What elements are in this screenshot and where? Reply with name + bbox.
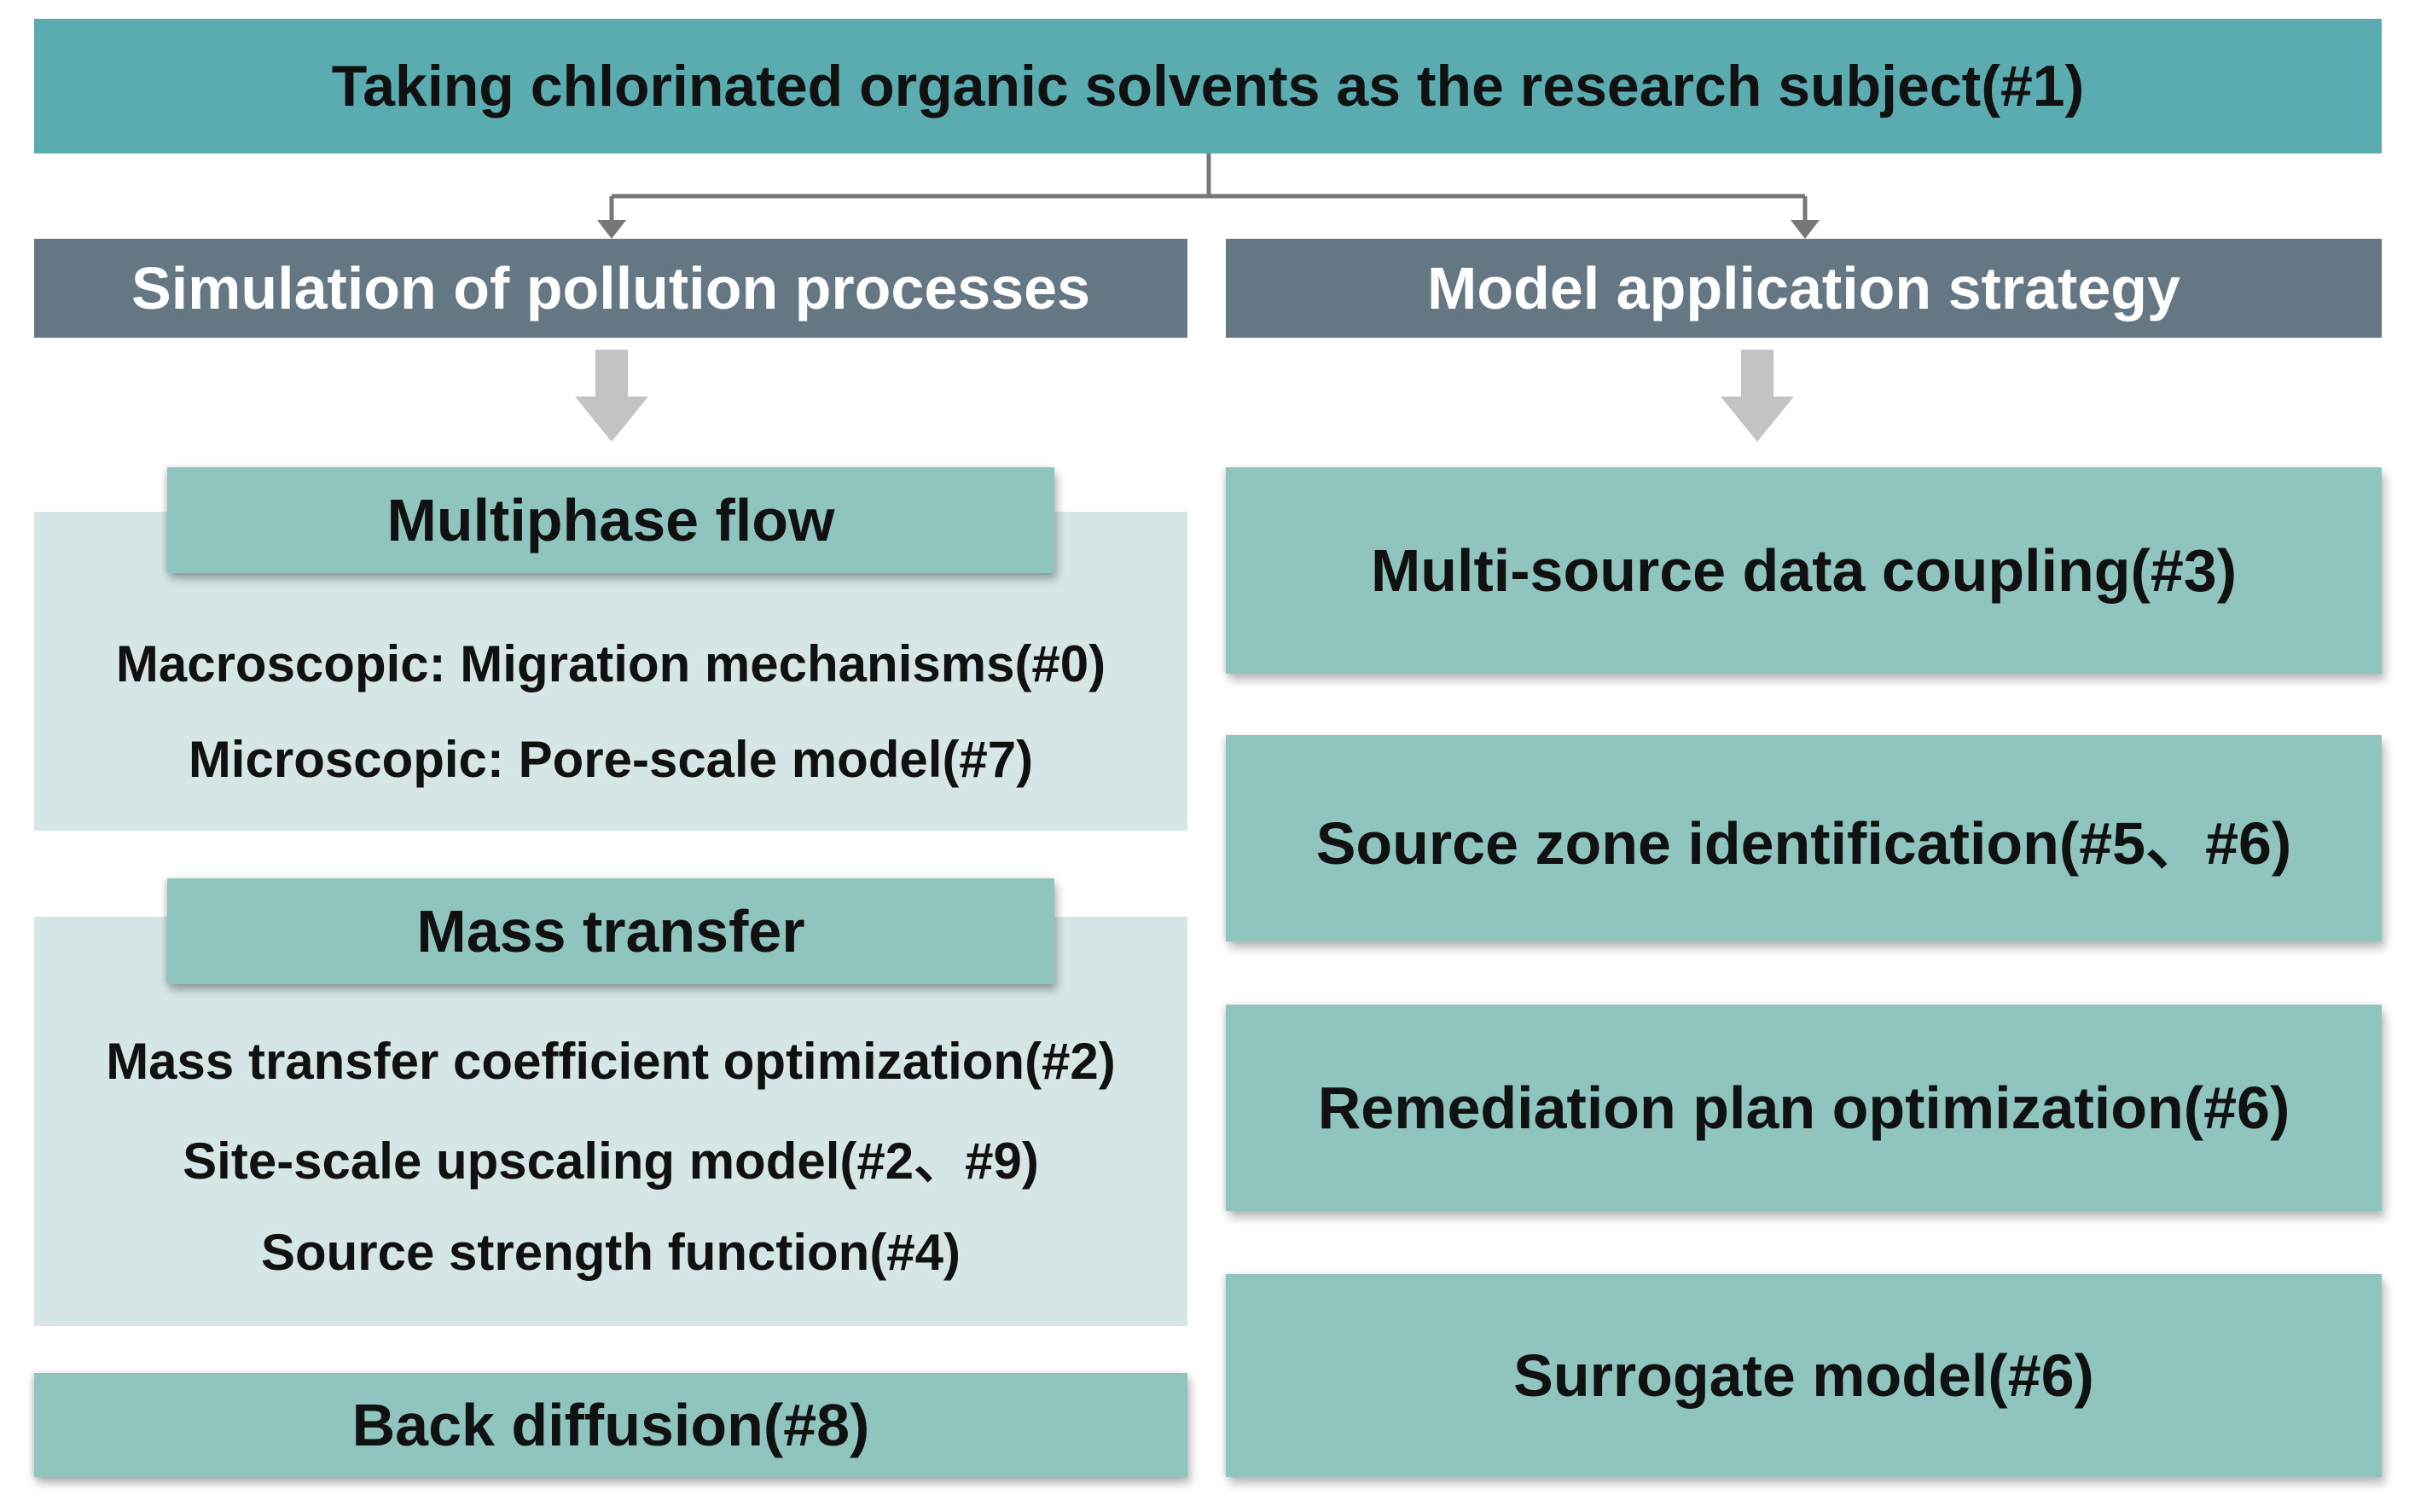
right-header-text: Model application strategy xyxy=(1427,255,2180,322)
right-header: Model application strategy xyxy=(1226,239,2382,338)
down-arrow-right-icon xyxy=(1721,350,1794,442)
right-box-data-coupling: Multi-source data coupling(#3) xyxy=(1226,467,2382,674)
mass-transfer-item: Source strength function(#4) xyxy=(260,1223,961,1281)
left-header: Simulation of pollution processes xyxy=(34,239,1187,338)
right-box-text: Source zone identification(#5、#6) xyxy=(1315,809,2292,877)
right-box-text: Surrogate model(#6) xyxy=(1513,1342,2094,1409)
down-arrow-left-icon xyxy=(575,350,648,442)
left-header-text: Simulation of pollution processes xyxy=(131,255,1090,322)
mass-transfer-item: Site-scale upscaling model(#2、#9) xyxy=(183,1132,1039,1190)
multiphase-item: Microscopic: Pore-scale model(#7) xyxy=(188,730,1034,788)
right-box-remediation: Remediation plan optimization(#6) xyxy=(1226,1005,2382,1211)
multiphase-item: Macroscopic: Migration mechanisms(#0) xyxy=(115,634,1106,692)
multiphase-title: Multiphase flow xyxy=(386,487,835,553)
mass-transfer-title: Mass transfer xyxy=(416,898,805,965)
mass-transfer-item: Mass transfer coefficient optimization(#… xyxy=(106,1032,1116,1090)
connector-left-arrowhead xyxy=(597,220,626,239)
multiphase-title-pill: Multiphase flow xyxy=(167,467,1054,573)
right-box-text: Remediation plan optimization(#6) xyxy=(1317,1075,2290,1141)
top-banner-text: Taking chlorinated organic solvents as t… xyxy=(331,54,2085,119)
mass-transfer-panel xyxy=(34,917,1187,1326)
mass-transfer-title-pill: Mass transfer xyxy=(167,878,1054,984)
back-diffusion-box: Back diffusion(#8) xyxy=(34,1373,1187,1477)
right-box-text: Multi-source data coupling(#3) xyxy=(1370,537,2238,604)
top-banner: Taking chlorinated organic solvents as t… xyxy=(34,19,2382,154)
right-box-source-zone: Source zone identification(#5、#6) xyxy=(1226,735,2382,941)
connector-right-arrowhead xyxy=(1791,220,1820,239)
back-diffusion-text: Back diffusion(#8) xyxy=(351,1392,870,1458)
right-box-surrogate: Surrogate model(#6) xyxy=(1226,1274,2382,1477)
